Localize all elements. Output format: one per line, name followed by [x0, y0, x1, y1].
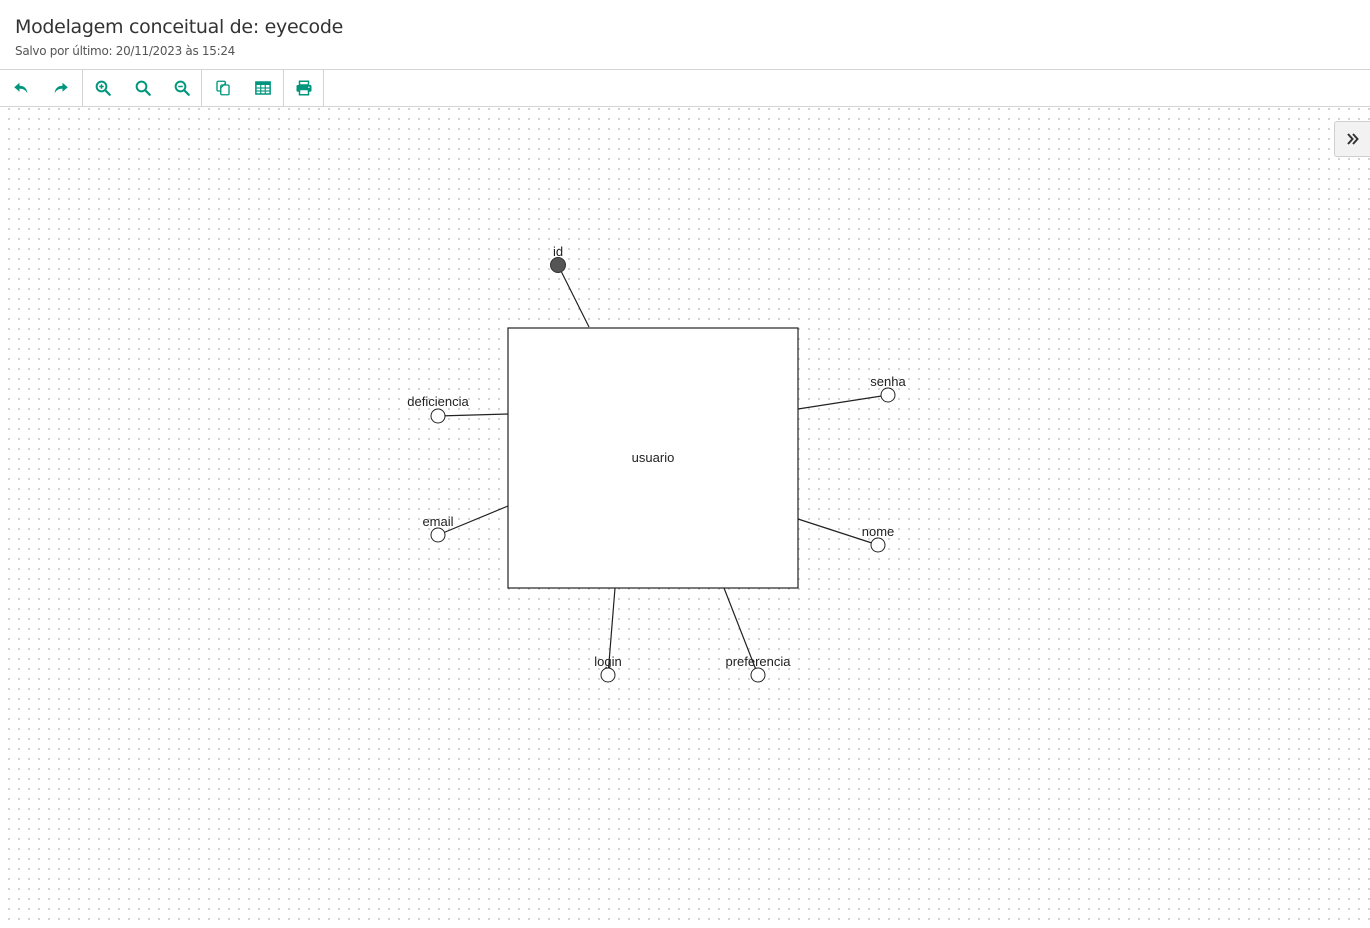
attribute-label: email — [422, 514, 453, 529]
attribute-login[interactable]: login — [594, 654, 622, 683]
zoom-reset-button[interactable] — [123, 70, 163, 106]
page-header: Modelagem conceitual de: eyecode Salvo p… — [0, 0, 1370, 70]
diagram-canvas[interactable]: usuario id deficiencia email senha nome … — [0, 107, 1370, 928]
attribute-label: preferencia — [725, 654, 791, 669]
undo-icon — [14, 82, 28, 94]
connector-login — [607, 587, 616, 676]
print-group — [284, 70, 324, 106]
attribute-label: nome — [862, 524, 895, 539]
connector-senha — [797, 394, 889, 410]
print-button[interactable] — [284, 70, 324, 106]
attribute-id[interactable]: id — [550, 244, 566, 273]
print-icon — [296, 80, 312, 96]
attribute-label: id — [553, 244, 563, 259]
attribute-email[interactable]: email — [422, 514, 454, 543]
table-button[interactable] — [243, 70, 283, 106]
zoom-out-icon — [174, 80, 190, 96]
connector-deficiencia — [437, 413, 509, 417]
connector-email — [437, 505, 509, 536]
connector-nome — [797, 518, 879, 546]
copy-icon — [216, 80, 230, 96]
page-title: Modelagem conceitual de: eyecode — [15, 16, 344, 38]
zoom-out-button[interactable] — [162, 70, 202, 106]
zoom-in-icon — [95, 80, 111, 96]
attribute-label: deficiencia — [407, 394, 469, 409]
toolbar — [0, 70, 1370, 107]
entity-usuario[interactable]: usuario — [507, 327, 799, 589]
double-chevron-right-icon — [1346, 133, 1359, 145]
copy-button[interactable] — [203, 70, 243, 106]
attribute-preferencia[interactable]: preferencia — [725, 654, 791, 683]
edit-group — [202, 70, 284, 106]
er-diagram: usuario id deficiencia email senha nome … — [407, 244, 906, 683]
connector-preferencia — [723, 587, 759, 676]
zoom-in-button[interactable] — [83, 70, 123, 106]
redo-icon — [54, 82, 68, 94]
attribute-label: senha — [870, 374, 906, 389]
attribute-label: login — [594, 654, 621, 669]
attribute-deficiencia[interactable]: deficiencia — [407, 394, 469, 424]
zoom-group — [83, 70, 202, 106]
connector-id — [557, 264, 590, 328]
zoom-reset-icon — [135, 80, 151, 96]
history-group — [0, 70, 83, 106]
sidebar-toggle-button[interactable] — [1334, 121, 1370, 157]
entity-name: usuario — [632, 450, 675, 465]
table-icon — [255, 81, 271, 95]
undo-button[interactable] — [1, 70, 41, 106]
redo-button[interactable] — [41, 70, 81, 106]
attribute-nome[interactable]: nome — [862, 524, 895, 553]
attribute-senha[interactable]: senha — [870, 374, 906, 403]
last-saved-text: Salvo por último: 20/11/2023 às 15:24 — [15, 44, 236, 58]
